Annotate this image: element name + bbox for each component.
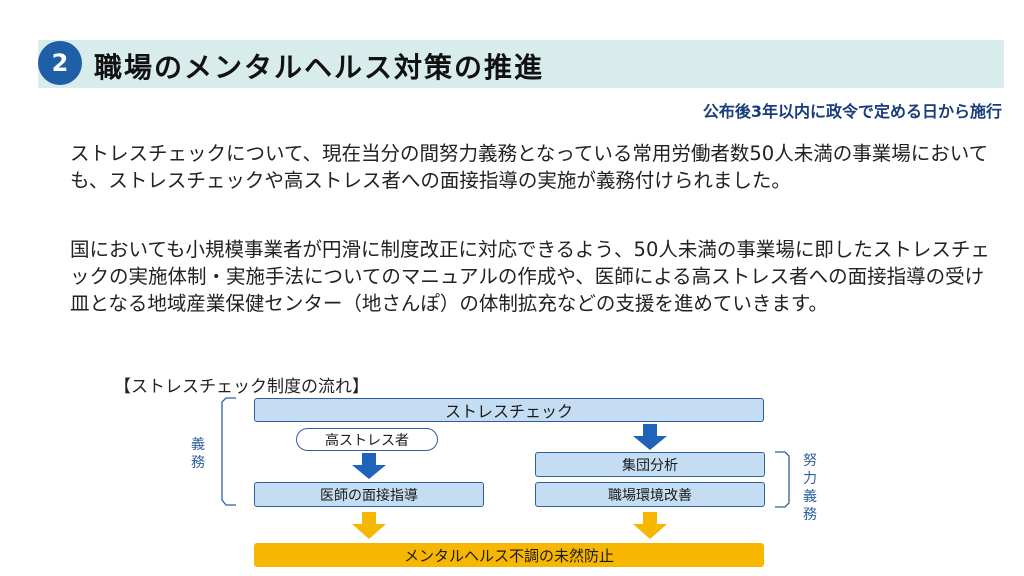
duty-label: 義務 (191, 437, 205, 471)
doctor-interview-box: 医師の面接指導 (254, 482, 484, 507)
group-analysis-box: 集団分析 (535, 452, 765, 477)
duty-bracket (221, 397, 236, 506)
paragraph-2: 国においても小規模事業者が円滑に制度改正に対応できるよう、50人未満の事業場に即… (70, 238, 990, 315)
high-stress-pill: 高ストレス者 (296, 428, 438, 451)
section-number-badge: 2 (38, 41, 82, 85)
arrow-to-group-analysis (633, 424, 667, 450)
arrow-right-to-prevention (633, 512, 667, 539)
paragraph-1: ストレスチェックについて、現在当分の間努力義務となっている常用労働者数50人未満… (70, 142, 989, 192)
effort-duty-bracket (775, 451, 790, 508)
enforcement-note: 公布後3年以内に政令で定める日から施行 (702, 102, 1002, 121)
arrow-left-to-prevention (352, 512, 386, 539)
stress-check-box: ストレスチェック (254, 398, 764, 422)
arrow-to-doctor-interview (352, 453, 386, 479)
section-title-band (38, 40, 1004, 88)
prevention-box: メンタルヘルス不調の未然防止 (254, 543, 764, 567)
workplace-improvement-box: 職場環境改善 (535, 482, 765, 507)
flow-heading: 【ストレスチェック制度の流れ】 (114, 377, 369, 397)
effort-duty-label: 努力義務 (803, 453, 817, 523)
section-title: 職場のメンタルヘルス対策の推進 (94, 51, 545, 84)
